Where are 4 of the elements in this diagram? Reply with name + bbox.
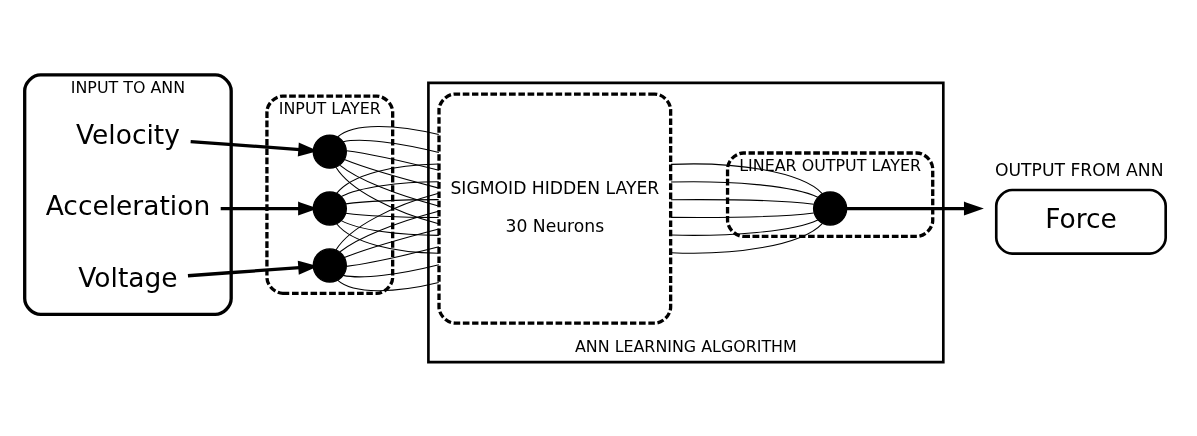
node-text: Voltage [78,261,178,293]
node-text: Acceleration [45,189,211,221]
node-label: OUTPUT FROM ANN [994,159,1164,180]
node-text: Velocity [76,118,180,150]
